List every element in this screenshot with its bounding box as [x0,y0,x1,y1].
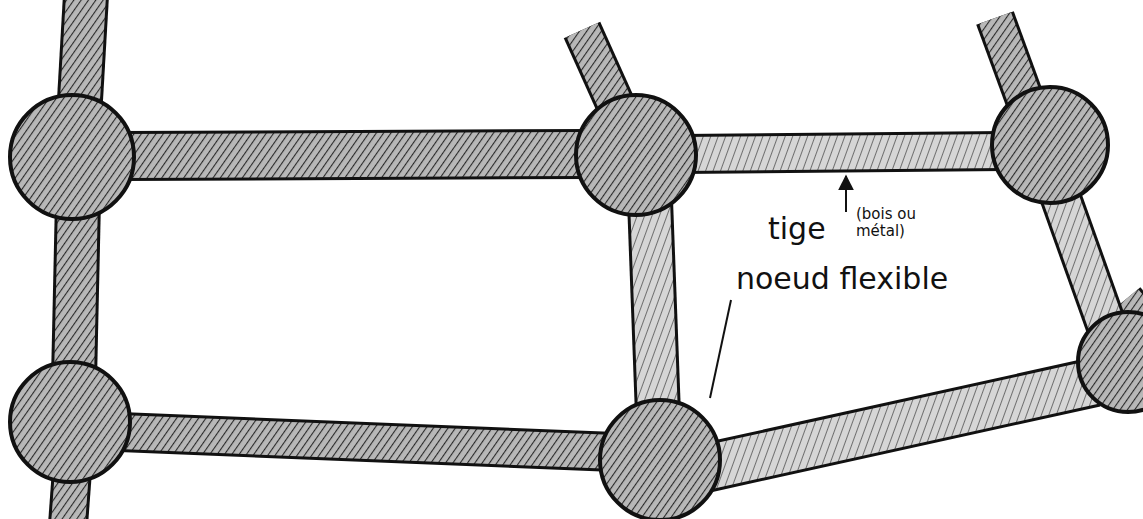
flexible-joint [1078,312,1143,412]
leader-arrow [845,176,847,212]
rod [74,200,78,380]
rod [74,200,78,380]
leader-line [710,300,731,398]
flexible-joint [576,95,696,215]
rod [650,200,658,415]
part-label: tige [768,212,826,247]
rod [650,200,658,415]
rod-stub [995,18,1025,100]
rod-stub [80,0,86,100]
rod [680,151,1005,154]
rod [1058,190,1108,330]
flexible-joint [992,87,1108,203]
rod [68,0,1143,519]
rod [120,154,590,156]
rod [1058,190,1108,330]
part-note: (bois ou métal) [856,206,934,241]
flexible-joint [10,362,130,482]
rod [680,151,1005,154]
flexible-joint [600,400,720,519]
part-label: noeud flexible [736,262,948,297]
rod-stub [995,18,1025,100]
rod [705,382,1095,468]
rod-stub [80,0,86,100]
rod [120,432,615,452]
rod [120,432,615,452]
rod [705,382,1095,468]
rod [120,154,590,156]
flexible-joint [10,95,134,219]
